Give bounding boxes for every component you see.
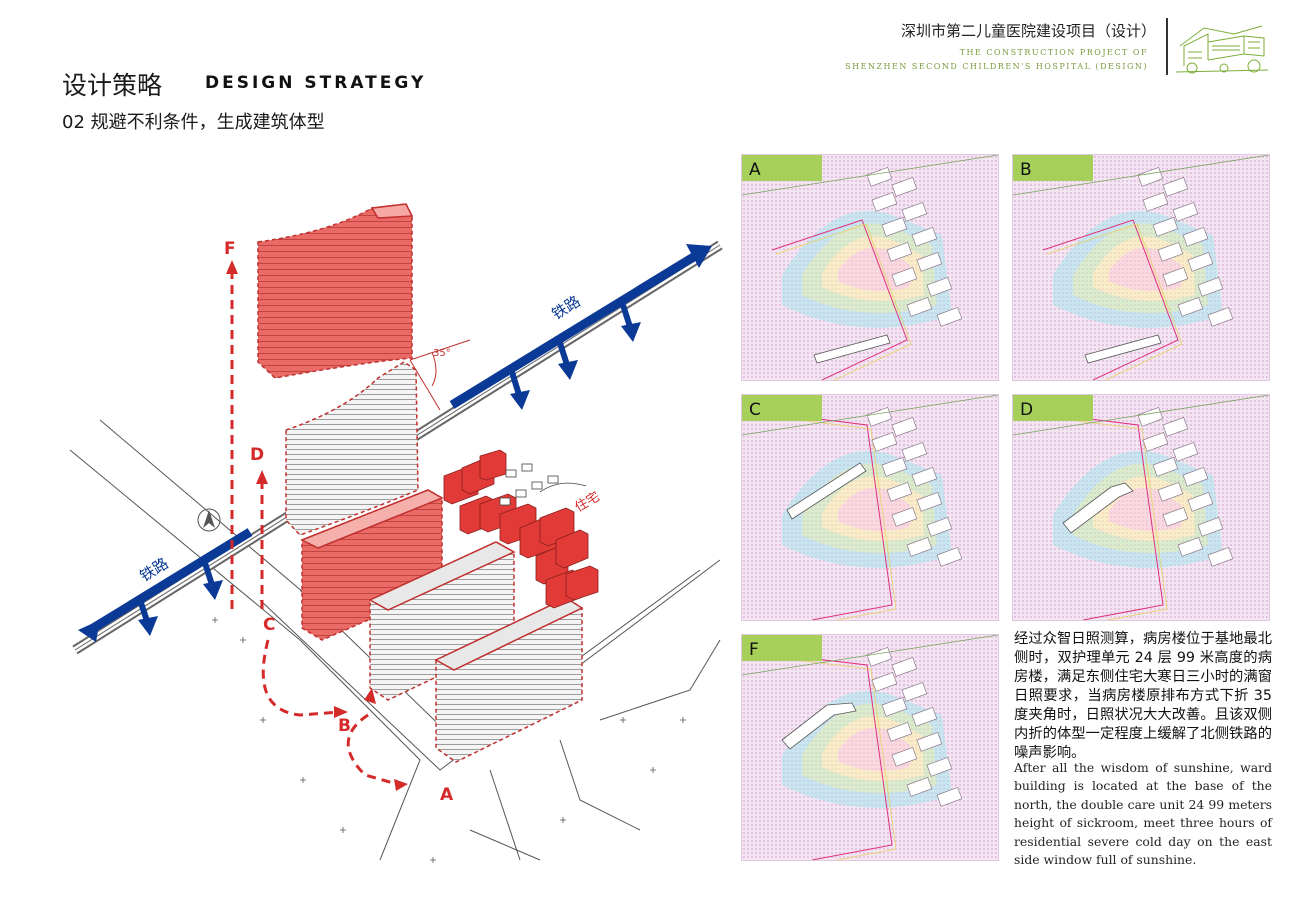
residential-label: 住宅 [573, 489, 603, 515]
panel-label-c: C [742, 395, 822, 421]
sunlight-map-c [742, 395, 998, 620]
sunlight-panel-d: D [1012, 394, 1270, 621]
project-title: 深圳市第二儿童医院建设项目（设计） [900, 22, 1156, 40]
page-title: 设计策略 [62, 71, 163, 100]
project-title-english-line2: SHENZHEN SECOND CHILDREN'S HOSPITAL (DES… [845, 62, 1148, 71]
massing-evolution-path [230, 270, 401, 787]
sunlight-map-b [1013, 155, 1269, 380]
path-label-f: F [224, 239, 236, 259]
building-f-massing [257, 203, 414, 379]
angle-indicator [409, 339, 471, 411]
description-chinese: 经过众智日照测算，病房楼位于基地最北侧时，双护理单元 24 层 99 米高度的病… [1014, 631, 1272, 761]
site-tree-marks [212, 617, 686, 863]
surrounding-houses [499, 463, 587, 506]
sunlight-panel-f: F [741, 634, 999, 861]
building-a-massing [434, 597, 584, 763]
sunlight-map-f [742, 635, 998, 860]
page-title-english: DESIGN STRATEGY [205, 73, 427, 93]
panel-label-d: D [1013, 395, 1093, 421]
project-title-english-line1: THE CONSTRUCTION PROJECT OF [959, 48, 1148, 57]
page-subtitle: 02 规避不利条件，生成建筑体型 [62, 112, 325, 133]
sunlight-map-d [1013, 395, 1269, 620]
railway-arrow-top [449, 244, 712, 410]
sunlight-map-a [742, 155, 998, 380]
north-arrow-icon [197, 508, 221, 532]
sunlight-panel-b: B [1012, 154, 1270, 381]
railway-arrow-bottom [78, 528, 253, 642]
building-d-massing [285, 361, 419, 536]
path-label-a: A [440, 785, 454, 805]
residential-cluster [443, 449, 599, 609]
path-label-d: D [250, 445, 264, 465]
path-label-c: C [263, 615, 275, 635]
railway-label-top: 铁路 [549, 292, 584, 323]
hospital-sketch-logo [1175, 25, 1269, 74]
sunlight-panel-a: A [741, 154, 999, 381]
panel-label-b: B [1013, 155, 1093, 181]
site-road-lines [69, 419, 721, 861]
panel-label-a: A [742, 155, 822, 181]
header-divider [1166, 18, 1168, 75]
site-axonometric-diagram: 铁路 铁路 F D C B A 35° [69, 203, 723, 863]
sunlight-panel-c: C [741, 394, 999, 621]
path-label-b: B [338, 716, 351, 736]
panel-label-f: F [742, 635, 822, 661]
angle-label: 35° [433, 348, 451, 359]
description-english: After all the wisdom of sunshine, ward b… [1014, 760, 1272, 868]
